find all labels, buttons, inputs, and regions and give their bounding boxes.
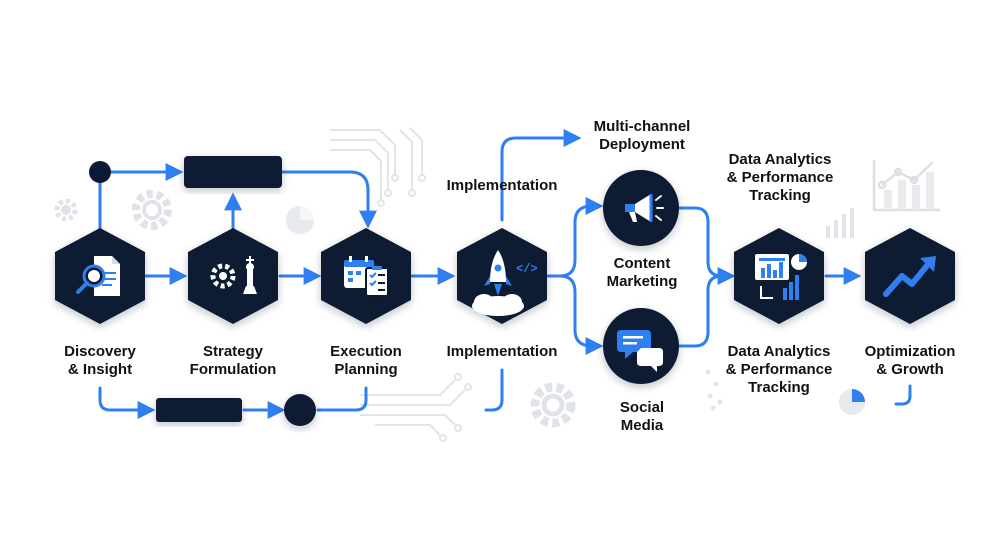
channel-label-line: Content: [613, 255, 671, 272]
step-label-line: Execution: [330, 343, 402, 360]
top-label-multichannel: Multi-channel Deployment: [594, 118, 691, 154]
dashboard-icon: [755, 254, 807, 300]
channel-label-line: Social: [619, 399, 665, 416]
connectors: [98, 129, 912, 419]
growth-arrow-icon: [883, 256, 936, 297]
bottom-branch-bar: [156, 398, 242, 422]
channel-label-line: Marketing: [606, 273, 678, 290]
top-label-implementation: Implementation: [447, 177, 558, 195]
top-label-line: Tracking: [749, 187, 811, 204]
step-label-line: & Insight: [67, 361, 133, 378]
step-label-strategy: Strategy Formulation: [190, 343, 277, 379]
step-label-line: & Performance: [725, 361, 833, 378]
top-label-line: & Performance: [726, 169, 834, 186]
connector-split-content: [546, 197, 604, 278]
connector-content-analytics: [678, 206, 736, 285]
circuit-lines-top: [330, 127, 426, 207]
step-node-strategy[interactable]: [188, 228, 278, 324]
megaphone-icon: [625, 194, 664, 222]
step-node-planning[interactable]: [321, 228, 411, 324]
connector-implementation-multichannel: [500, 129, 582, 222]
connector-bottom-circle-up: [316, 386, 368, 412]
step-label-line: Optimization: [864, 343, 956, 360]
decor-pie-small-icon: [839, 389, 865, 415]
top-label-line: Multi-channel: [593, 118, 691, 135]
step-label-line: Planning: [334, 361, 398, 378]
step-label-line: & Growth: [876, 361, 944, 378]
step-label-optimization: Optimization & Growth: [865, 343, 956, 379]
step-label-line: Formulation: [189, 361, 277, 378]
step-label-planning: Execution Planning: [330, 343, 402, 379]
connector-split-social: [558, 274, 604, 355]
step-label-discovery: Discovery & Insight: [64, 343, 136, 379]
connector-implementation-bottom: [484, 368, 504, 412]
document-search-icon: [76, 256, 120, 296]
step-node-optimization[interactable]: [865, 228, 955, 324]
step-node-discovery[interactable]: [55, 228, 145, 324]
decor-line-chart-icon: [872, 160, 940, 212]
step-label-analytics: Data Analytics & Performance Tracking: [726, 343, 833, 397]
rocket-code-icon: </>: [472, 250, 538, 316]
step-label-implementation: Implementation: [447, 343, 558, 361]
top-label-line: Implementation: [446, 177, 558, 194]
decor-gear-bottom-icon: [530, 382, 576, 428]
channel-node-content-marketing[interactable]: [603, 170, 679, 246]
step-label-line: Implementation: [446, 343, 558, 360]
connector-optimization-tail: [894, 384, 912, 406]
svg-text:</>: </>: [516, 262, 538, 276]
step-label-line: Strategy: [202, 343, 264, 360]
top-label-analytics: Data Analytics & Performance Tracking: [727, 151, 834, 205]
top-branch-bar: [184, 156, 282, 188]
top-label-line: Deployment: [599, 136, 685, 153]
channel-label-content-marketing: Content Marketing: [607, 255, 678, 291]
connector-top-bar-to-planning: [281, 170, 377, 229]
step-label-line: Discovery: [64, 343, 136, 360]
scatter-dots: [705, 369, 723, 411]
gear-chess-icon: [210, 256, 257, 294]
step-node-analytics[interactable]: [734, 228, 824, 324]
top-label-line: Data Analytics: [728, 151, 832, 168]
channel-node-social-media[interactable]: [603, 308, 679, 384]
calendar-checklist-icon: [344, 256, 389, 297]
background-decorations: [330, 127, 723, 442]
step-label-line: Tracking: [748, 379, 810, 396]
decor-gear-small-icon: [54, 198, 78, 222]
circuit-lines-bottom: [360, 373, 472, 442]
connector-discovery-bottom-branch: [98, 386, 156, 419]
decor-gear-large-icon: [132, 190, 172, 230]
bottom-branch-dot: [284, 394, 316, 426]
step-node-implementation[interactable]: </>: [457, 228, 547, 324]
connector-social-analytics: [678, 274, 724, 348]
channel-label-social-media: Social Media: [620, 399, 664, 435]
branch-start-dot: [89, 161, 111, 183]
decor-bars-icon: [826, 208, 854, 238]
chat-bubbles-icon: [617, 330, 663, 372]
decor-pie-icon: [286, 206, 314, 234]
channel-label-line: Media: [620, 417, 664, 434]
step-label-line: Data Analytics: [727, 343, 831, 360]
